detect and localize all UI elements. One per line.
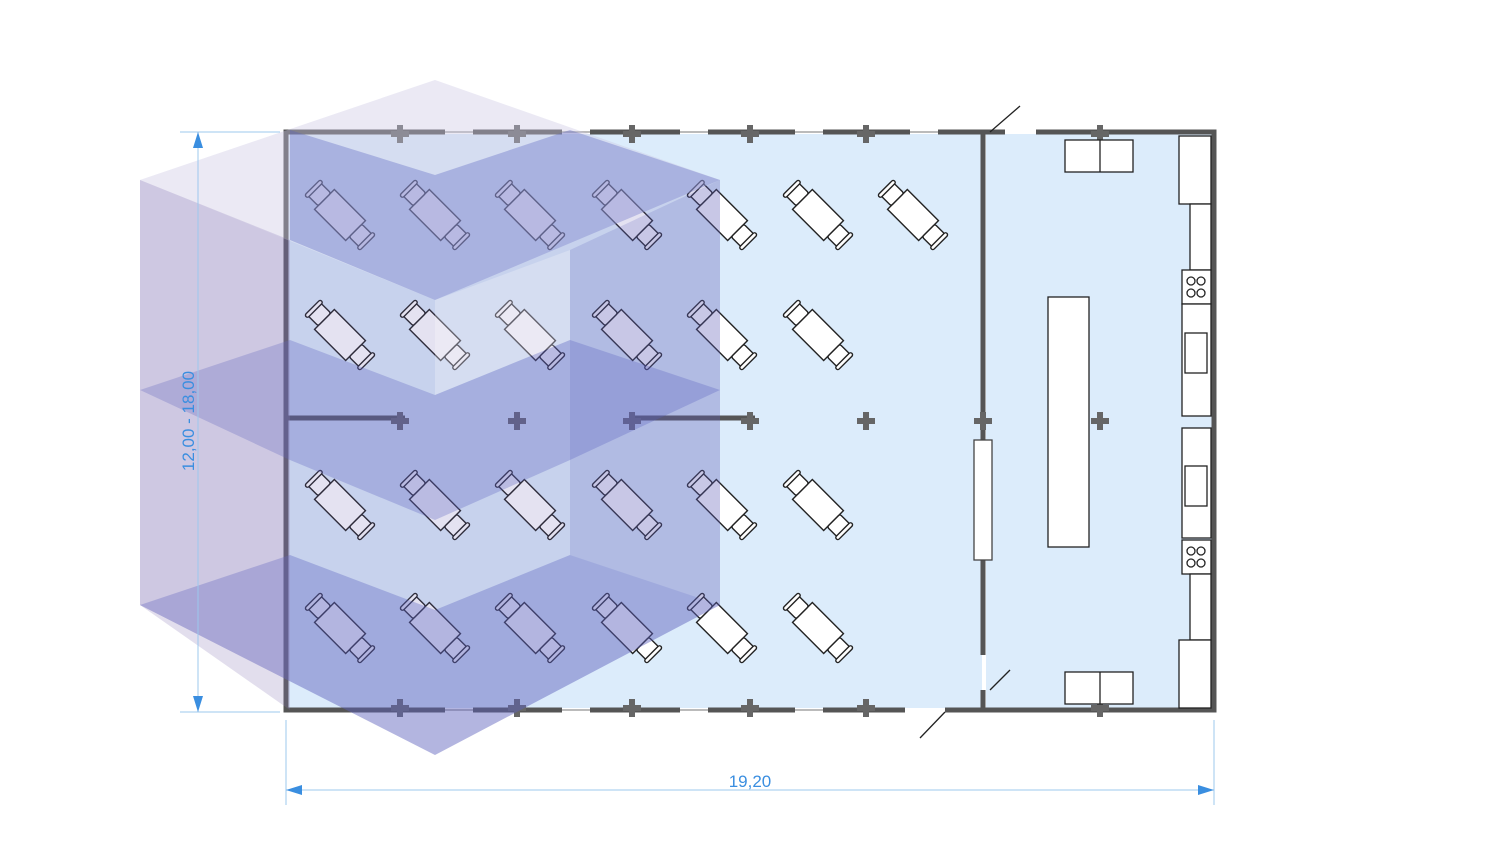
- column-icon: [857, 699, 875, 717]
- structural-columns: [391, 125, 1109, 717]
- column-icon: [623, 699, 641, 717]
- cabinet: [1189, 203, 1212, 271]
- column-icon: [623, 125, 641, 143]
- column-icon: [508, 412, 526, 430]
- column-icon: [741, 699, 759, 717]
- column-icon: [741, 412, 759, 430]
- dining-table: [686, 179, 758, 251]
- column-icon: [391, 125, 409, 143]
- cabinet: [1189, 573, 1212, 641]
- column-icon: [857, 412, 875, 430]
- dining-table: [782, 179, 854, 251]
- windows: [445, 131, 938, 711]
- dining-tables: [304, 179, 949, 664]
- height-dimension: [180, 131, 280, 713]
- dining-table: [782, 469, 854, 541]
- height-label: 12,00 - 18,00: [179, 371, 198, 471]
- dining-table: [399, 469, 471, 541]
- dining-table: [591, 592, 663, 664]
- dining-table: [686, 299, 758, 371]
- kitchen: [1047, 135, 1212, 709]
- stove-icon: [1181, 539, 1212, 575]
- dining-table: [591, 179, 663, 251]
- sliding-partition: [973, 439, 993, 561]
- column-icon: [391, 699, 409, 717]
- sink-icon: [1184, 465, 1208, 507]
- dining-table: [304, 592, 376, 664]
- column-icon: [1091, 412, 1109, 430]
- column-icon: [857, 125, 875, 143]
- bench-bottom: [1064, 671, 1134, 705]
- isometric-volume-overlay: [140, 80, 720, 755]
- dining-table: [304, 179, 376, 251]
- column-icon: [391, 412, 409, 430]
- dining-table: [686, 592, 758, 664]
- bench-top: [1064, 139, 1134, 173]
- dining-table: [494, 469, 566, 541]
- column-icon: [1091, 699, 1109, 717]
- dining-table: [494, 592, 566, 664]
- dining-table: [399, 592, 471, 664]
- column-icon: [508, 699, 526, 717]
- cabinet: [1178, 135, 1212, 205]
- dining-table: [304, 299, 376, 371]
- dining-table: [304, 469, 376, 541]
- column-icon: [741, 125, 759, 143]
- column-icon: [623, 412, 641, 430]
- dining-table: [782, 592, 854, 664]
- sink-icon: [1184, 332, 1208, 374]
- kitchen-island: [1047, 296, 1090, 548]
- column-icon: [508, 125, 526, 143]
- dining-table: [494, 179, 566, 251]
- dining-table: [494, 299, 566, 371]
- dining-table: [591, 469, 663, 541]
- doors: [919, 105, 1021, 739]
- cabinet: [1178, 639, 1212, 709]
- dining-table: [399, 179, 471, 251]
- dining-table: [782, 299, 854, 371]
- width-dimension: [285, 720, 1215, 805]
- width-label: 19,20: [729, 772, 772, 791]
- dining-table: [399, 299, 471, 371]
- column-icon: [974, 412, 992, 430]
- column-icon: [1091, 125, 1109, 143]
- dining-table: [877, 179, 949, 251]
- dining-table: [591, 299, 663, 371]
- dining-table: [686, 469, 758, 541]
- stove-icon: [1181, 269, 1212, 305]
